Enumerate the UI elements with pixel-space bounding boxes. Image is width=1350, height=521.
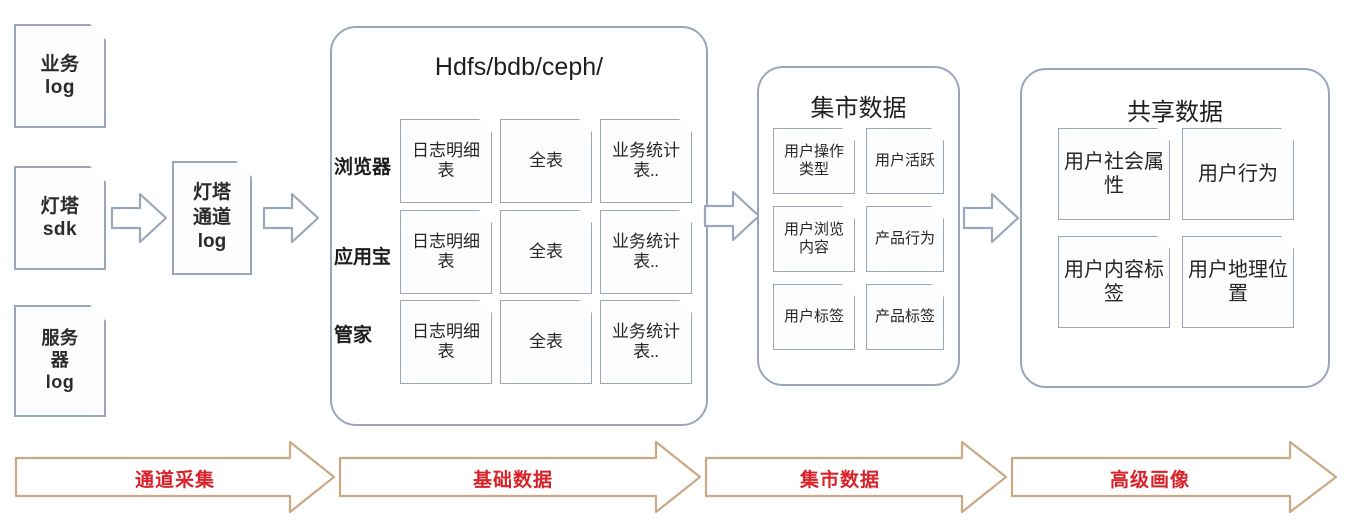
card-label: 业务统计表..: [612, 321, 680, 361]
hdfs-card-business-stats-yingyongbao: 业务统计表..: [600, 210, 692, 294]
hdfs-card-log-detail-browser: 日志明细表: [400, 119, 492, 203]
banner-arrow-1: [14, 440, 336, 514]
flow-arrow-sdk-to-channel: [110, 190, 168, 246]
card-label: 全表: [529, 331, 563, 351]
source-line1: 服务: [41, 328, 79, 349]
shared-card-user-content-tag: 用户内容标签: [1058, 236, 1170, 328]
stage-banner-arrows: [14, 440, 1338, 514]
card-label: 产品标签: [874, 309, 935, 325]
hdfs-card-log-detail-yingyongbao: 日志明细表: [400, 210, 492, 294]
card-label: 业务统计表..: [612, 231, 680, 271]
card-label: 用户地理位置: [1188, 259, 1288, 305]
card-label: 用户社会属性: [1064, 151, 1164, 197]
panel-hdfs-title: Hdfs/bdb/ceph/: [434, 53, 604, 81]
hdfs-card-full-table-guanjia: 全表: [500, 300, 592, 384]
source-doc-server-log: 服务 器 log: [14, 305, 106, 417]
market-card-product-tag: 产品标签: [866, 284, 944, 350]
banner-label-base-data: 基础数据: [472, 470, 553, 491]
source-line1: 灯塔: [40, 195, 80, 217]
banner-arrow-3: [704, 440, 1008, 514]
card-label: 日志明细表: [412, 231, 480, 271]
card-label: 日志明细表: [412, 321, 480, 361]
source-line2: sdk: [42, 219, 78, 240]
card-label: 全表: [529, 150, 563, 170]
channel-line3: log: [197, 231, 227, 253]
stage-banner: 通道采集 基础数据 集市数据 高级画像: [0, 438, 1350, 516]
card-label: 日志明细表: [412, 140, 480, 180]
source-doc-business-log: 业务 log: [14, 24, 106, 128]
channel-line1: 灯塔: [192, 181, 231, 203]
source-line1: 业务: [40, 53, 80, 75]
source-line2: log: [44, 77, 75, 98]
source-line3: log: [45, 371, 75, 392]
hdfs-row-label-yingyongbao: 应用宝: [334, 247, 392, 268]
hdfs-card-full-table-yingyongbao: 全表: [500, 210, 592, 294]
hdfs-row-label-guanjia: 管家: [334, 325, 373, 346]
banner-label-advanced-profile: 高级画像: [1109, 470, 1190, 491]
flow-arrow-channel-to-hdfs: [262, 190, 320, 246]
card-label: 用户标签: [783, 309, 844, 325]
card-label: 产品行为: [874, 231, 935, 247]
source-doc-lighthouse-sdk: 灯塔 sdk: [14, 166, 106, 270]
flow-arrow-hdfs-to-market: [703, 188, 761, 244]
hdfs-card-full-table-browser: 全表: [500, 119, 592, 203]
source-doc-lighthouse-sdk-text: 灯塔 sdk: [38, 195, 81, 241]
banner-label-market-data: 集市数据: [799, 470, 880, 491]
panel-market-title: 集市数据: [810, 96, 907, 122]
card-label: 用户内容标签: [1064, 259, 1164, 305]
source-line2: 器: [50, 350, 70, 371]
shared-card-user-geo-location: 用户地理位置: [1182, 236, 1294, 328]
flow-arrow-market-to-shared: [962, 190, 1020, 246]
card-label: 用户活跃: [874, 153, 935, 169]
card-label: 业务统计表..: [612, 140, 680, 180]
hdfs-card-business-stats-guanjia: 业务统计表..: [600, 300, 692, 384]
card-label: 用户操作类型: [783, 144, 844, 178]
channel-log-text: 灯塔 通道 log: [191, 181, 233, 255]
market-card-product-behavior: 产品行为: [866, 206, 944, 272]
banner-arrow-2: [338, 440, 702, 514]
card-label: 全表: [529, 241, 563, 261]
channel-line2: 通道: [192, 206, 231, 228]
hdfs-row-label-browser: 浏览器: [334, 157, 392, 178]
source-doc-server-log-text: 服务 器 log: [40, 328, 81, 394]
source-doc-business-log-text: 业务 log: [38, 53, 81, 99]
hdfs-card-business-stats-browser: 业务统计表..: [600, 119, 692, 203]
channel-log-doc: 灯塔 通道 log: [172, 161, 252, 275]
market-card-user-browsing-content: 用户浏览内容: [773, 206, 855, 272]
market-card-user-tag: 用户标签: [773, 284, 855, 350]
hdfs-card-log-detail-guanjia: 日志明细表: [400, 300, 492, 384]
banner-arrow-4: [1010, 440, 1338, 514]
market-card-user-active: 用户活跃: [866, 128, 944, 194]
panel-shared-title: 共享数据: [1127, 100, 1223, 126]
banner-label-channel-collection: 通道采集: [134, 470, 215, 491]
shared-card-user-social-attributes: 用户社会属性: [1058, 128, 1170, 220]
card-label: 用户浏览内容: [783, 222, 844, 256]
shared-card-user-behavior: 用户行为: [1182, 128, 1294, 220]
panel-shared: 共享数据: [1020, 68, 1330, 388]
market-card-user-operation-type: 用户操作类型: [773, 128, 855, 194]
card-label: 用户行为: [1198, 163, 1278, 185]
